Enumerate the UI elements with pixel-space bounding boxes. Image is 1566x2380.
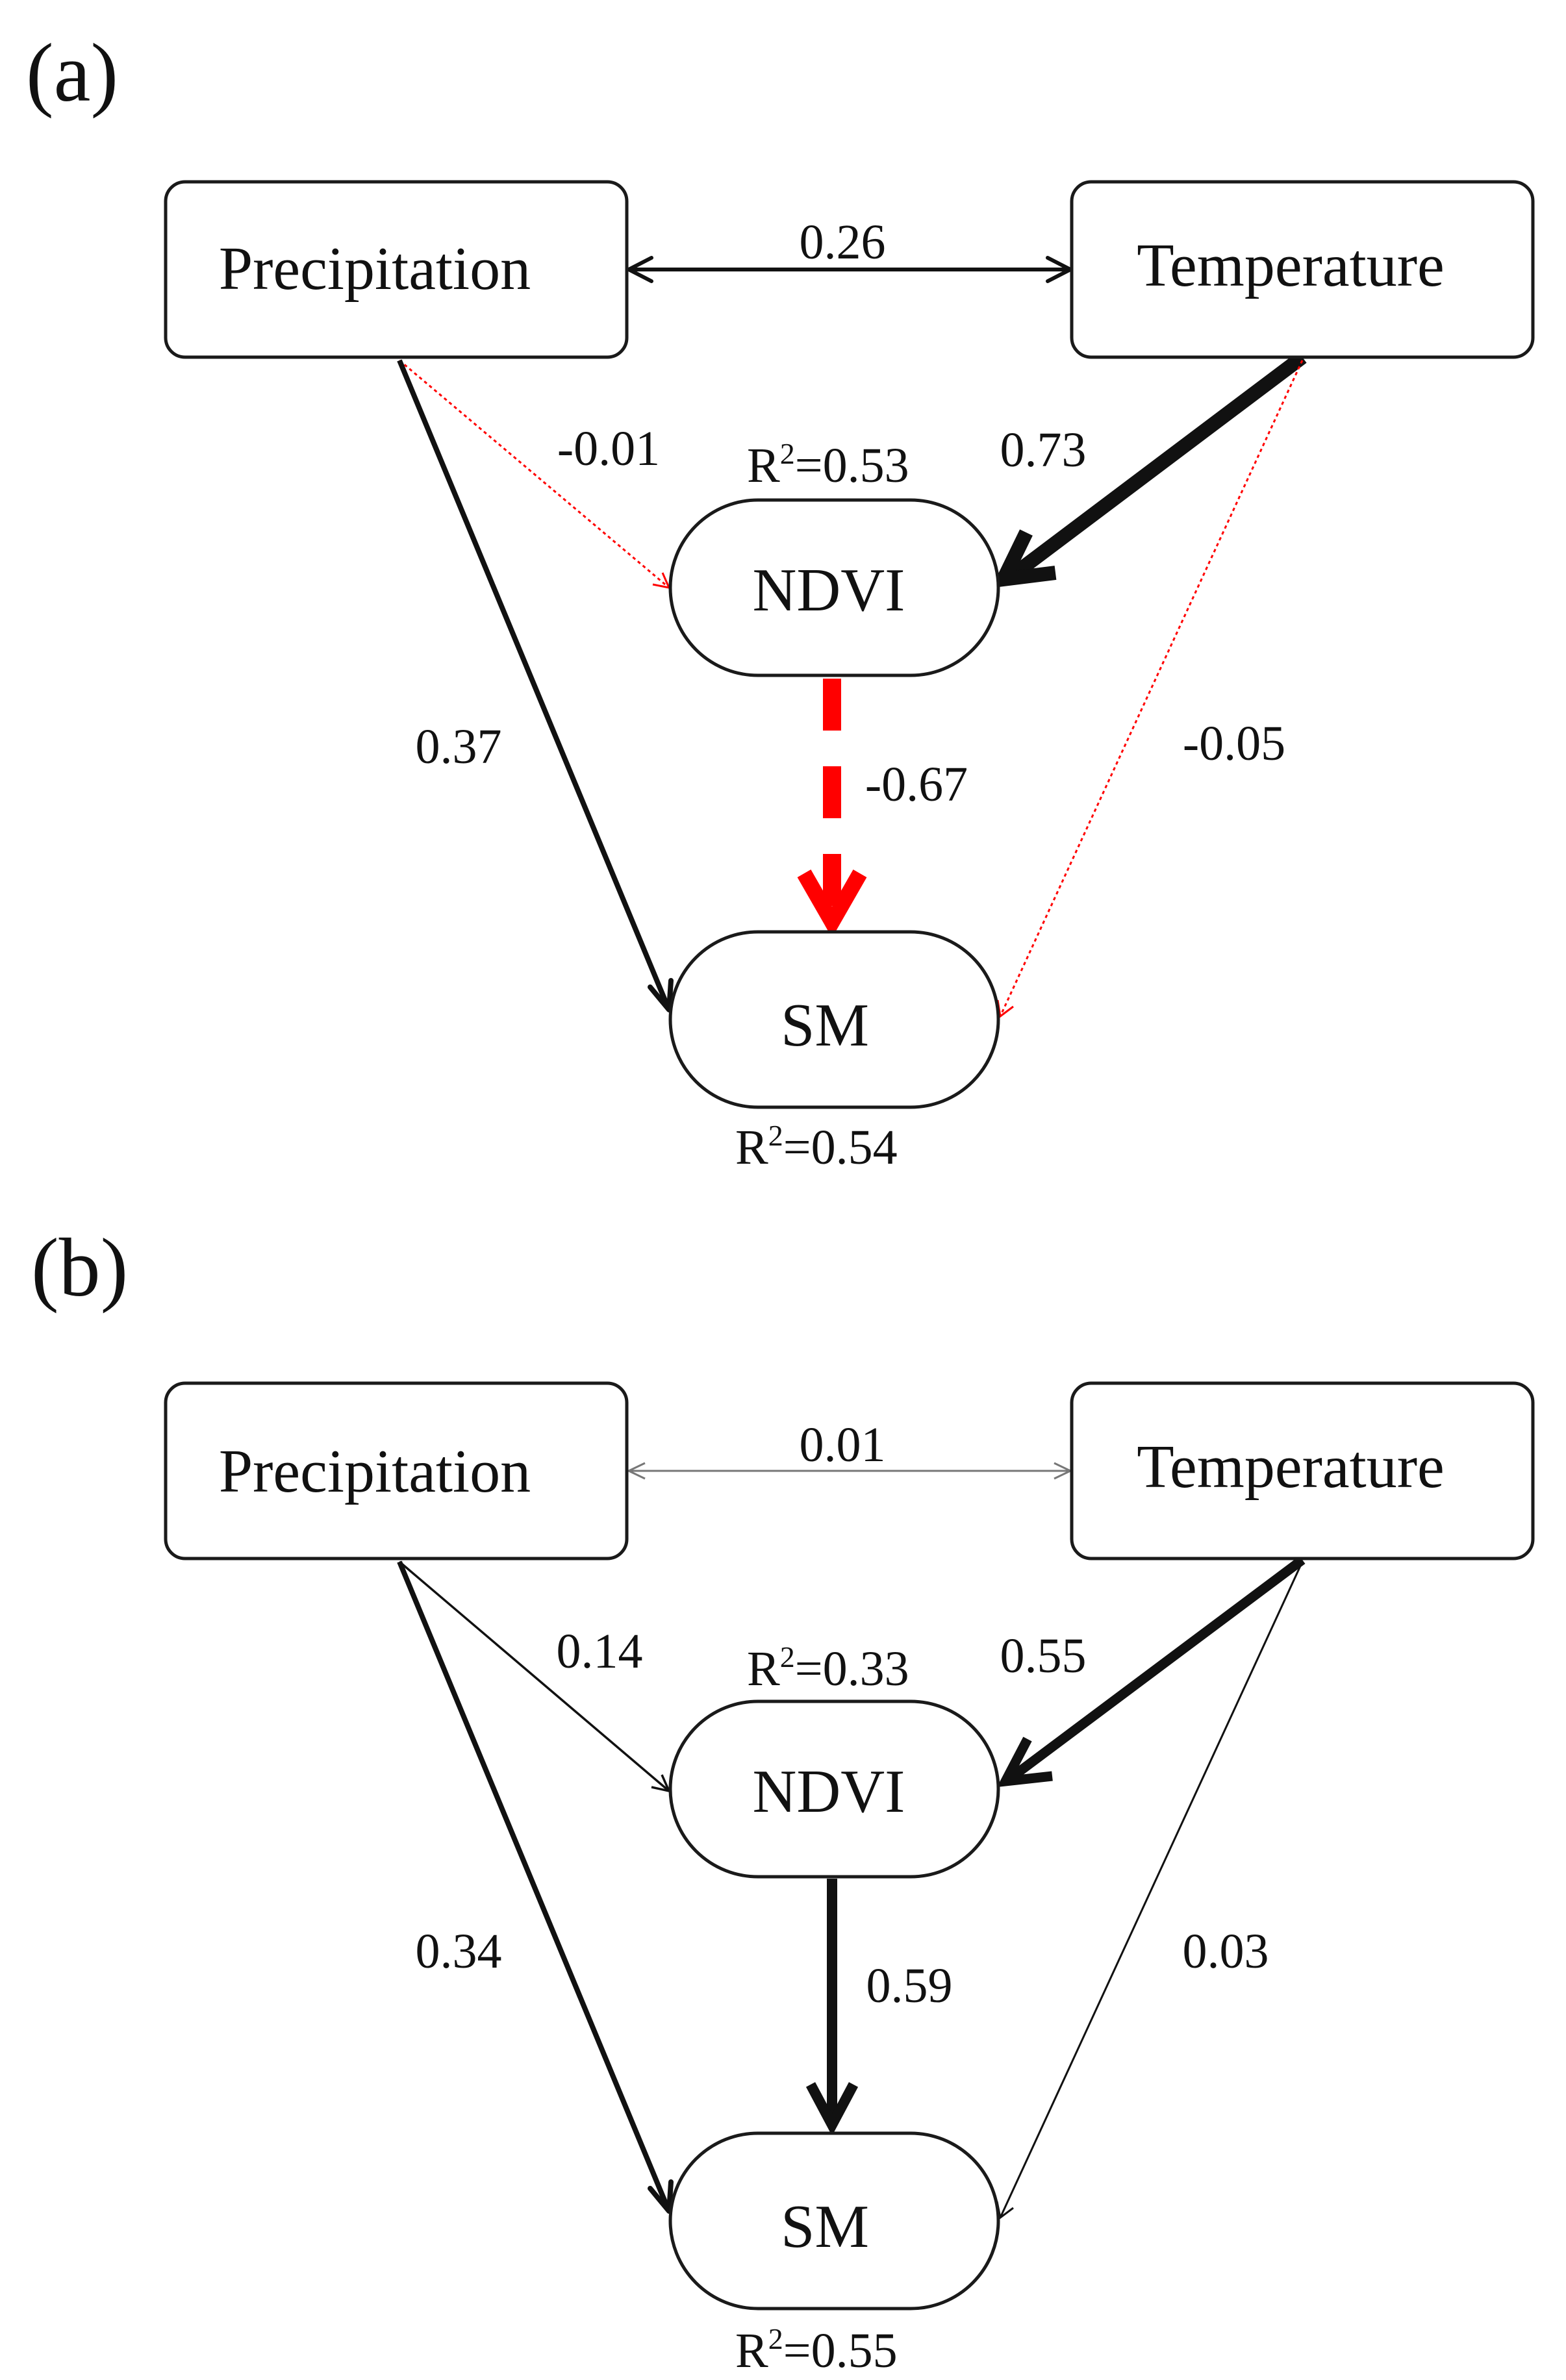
panel-b-node-precipitation: Precipitation [164,1381,629,1560]
panel-a-arrowhead-temp-ndvi [991,529,1057,588]
panel-b-ndvi-label: NDVI [753,1758,905,1825]
panel-a-coef-temp-ndvi: 0.73 [1000,423,1087,477]
panel-a-edge-precip-ndvi [399,359,670,589]
panel-b-edge-temp-ndvi [1010,1555,1306,1781]
panel-b-edge-precip-ndvi [398,1560,670,1792]
panel-b-coefficients: 0.01 0.14 0.55 0.34 0.59 0.03 [416,1418,1269,2013]
panel-b-edge-precip-sm [397,1560,672,2212]
panel-b: (b) Precipi [31,1221,1535,2378]
panel-a-r2-sm: R2=0.54 [735,1119,898,1175]
panel-a-sm-label: SM [781,992,869,1059]
panel-a-ndvi-label: NDVI [753,557,905,624]
panel-b-node-ndvi: NDVI [668,1699,1000,1879]
panel-b-r2-sm: R2=0.55 [735,2322,898,2377]
panel-a: (a) Precipi [26,27,1535,1175]
panel-b-node-temperature: Temperature [1070,1381,1535,1560]
panel-a-temperature-label: Temperature [1137,232,1445,299]
panel-a-coef-precip-ndvi: -0.01 [557,421,660,476]
panel-b-edges [397,1462,1306,2220]
panel-b-temperature-label: Temperature [1137,1433,1445,1501]
panel-a-nodes: Precipitation Temperature NDVI SM [164,180,1535,1109]
panel-a-precipitation-label: Precipitation [219,235,531,303]
panel-b-r2-ndvi: R2=0.33 [747,1640,909,1696]
panel-b-sm-label: SM [781,2193,869,2261]
panel-a-coef-precip-temp: 0.26 [800,215,886,269]
panel-a-label: (a) [26,27,118,119]
panel-a-coef-precip-sm: 0.37 [416,720,502,774]
panel-a-arrowhead-temp-sm [996,999,1014,1018]
panel-a-node-sm: SM [668,930,1000,1109]
panel-b-coef-temp-ndvi: 0.55 [1000,1629,1087,1683]
panel-b-coef-precip-sm: 0.34 [416,1924,502,1979]
panel-a-edge-temp-ndvi [1009,351,1307,581]
panel-b-label: (b) [31,1221,128,1314]
panel-a-r2-ndvi: R2=0.53 [747,437,909,493]
panel-b-edge-temp-sm [999,1561,1304,2218]
panel-b-arrowhead-ndvi-sm [805,2082,859,2136]
panel-a-node-precipitation: Precipitation [164,180,629,359]
panel-b-coef-ndvi-sm: 0.59 [866,1959,953,2013]
panel-b-precipitation-label: Precipitation [219,1438,531,1505]
panel-b-coef-temp-sm: 0.03 [1183,1924,1269,1979]
panel-b-node-sm: SM [668,2131,1000,2311]
panel-a-node-ndvi: NDVI [668,498,1000,677]
panel-a-coefficients: 0.26 -0.01 0.73 0.37 -0.67 -0.05 [416,215,1286,812]
panel-a-edge-precip-sm [397,359,672,1011]
panel-a-arrowhead-precip-temp-left [627,256,653,283]
panel-a-node-temperature: Temperature [1070,180,1535,359]
panel-b-arrowhead-temp-ndvi [996,1736,1053,1788]
panel-b-coef-precip-temp: 0.01 [800,1418,886,1472]
panel-a-coef-temp-sm: -0.05 [1183,716,1285,771]
panel-a-coef-ndvi-sm: -0.67 [865,757,968,812]
panel-a-arrowhead-ndvi-sm [797,870,867,938]
panel-b-arrowhead-precip-temp-left [626,1462,646,1480]
panel-b-coef-precip-ndvi: 0.14 [557,1624,643,1679]
panel-b-nodes: Precipitation Temperature NDVI SM [164,1381,1535,2311]
panel-b-arrowhead-precip-sm [648,2179,674,2214]
panel-a-arrowhead-precip-sm [648,978,674,1012]
